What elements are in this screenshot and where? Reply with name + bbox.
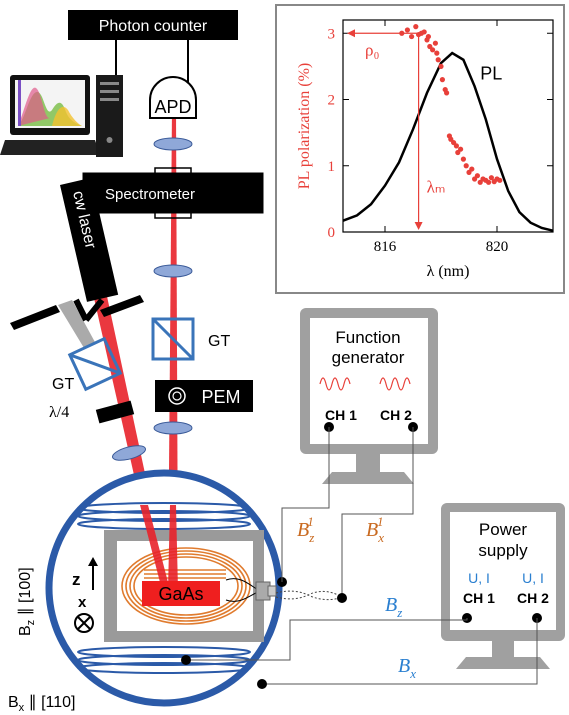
polarization-point bbox=[444, 90, 450, 96]
beam-splitter bbox=[10, 295, 144, 348]
quarter-wave-plate bbox=[95, 400, 135, 424]
power-supply: Power supply U, I U, I CH 1 CH 2 bbox=[441, 503, 565, 669]
sample-coil bbox=[121, 547, 251, 625]
ps-ch1-label: CH 1 bbox=[463, 590, 495, 606]
ch1-waveform-icon bbox=[319, 377, 351, 391]
photon-counter-label: Photon counter bbox=[99, 18, 208, 35]
bz-junction bbox=[181, 655, 191, 665]
x-axis-into-page-icon bbox=[74, 613, 94, 633]
fg-title-2: generator bbox=[332, 348, 405, 367]
polarization-point bbox=[421, 29, 427, 35]
cw-laser: cw laser bbox=[60, 177, 119, 302]
fg-title-1: Function bbox=[335, 328, 400, 347]
ch2-waveform-icon bbox=[379, 377, 411, 391]
polarization-point bbox=[425, 33, 431, 40]
polarization-point bbox=[413, 24, 419, 30]
wires bbox=[186, 427, 538, 685]
rho0-label: ρ₀ bbox=[365, 40, 379, 59]
lens-2 bbox=[153, 264, 193, 278]
y-tick-label: 0 bbox=[328, 225, 336, 241]
bz-wire-label: Bz bbox=[385, 594, 402, 620]
x-axis-label: λ (nm) bbox=[427, 263, 470, 280]
apd-detector bbox=[149, 76, 197, 119]
polarization-point bbox=[432, 40, 438, 46]
lens-excitation bbox=[112, 445, 146, 461]
bx-junction bbox=[257, 679, 267, 689]
bz-coil-top bbox=[77, 502, 251, 530]
polarization-point bbox=[460, 156, 466, 162]
lens-1 bbox=[153, 137, 193, 151]
ps-title-1: Power bbox=[479, 520, 528, 539]
fg-ch2-label: CH 2 bbox=[380, 407, 412, 423]
bz-axis-label: Bz ∥ [100] bbox=[17, 567, 37, 636]
bx-wire-label: Bx bbox=[398, 655, 416, 681]
polarization-point bbox=[497, 177, 503, 183]
detection-beam bbox=[168, 108, 178, 590]
polarization-point bbox=[435, 57, 441, 63]
polarization-point bbox=[438, 63, 444, 69]
y-tick-label: 2 bbox=[328, 93, 336, 109]
pl-curve-label: PL bbox=[480, 64, 502, 84]
bx1-junction bbox=[337, 593, 347, 603]
coil-connector bbox=[225, 577, 341, 602]
gaas-label: GaAs bbox=[158, 584, 203, 604]
pem-label: PEM bbox=[201, 387, 240, 407]
y-tick-label: 1 bbox=[328, 159, 336, 175]
inset-frame bbox=[275, 4, 565, 294]
polarization-point bbox=[409, 33, 415, 40]
polarization-point bbox=[469, 166, 475, 172]
bx1-label: Bx1 bbox=[366, 514, 384, 545]
lambda-m-arrowhead bbox=[414, 222, 423, 230]
photon-counter-box bbox=[68, 10, 238, 40]
gaas-sample bbox=[142, 581, 220, 606]
x-axis-label: x bbox=[78, 594, 87, 611]
function-generator: Function generator CH 1 CH 2 bbox=[300, 308, 438, 484]
polarization-point bbox=[430, 47, 436, 53]
computer-icon bbox=[0, 75, 123, 157]
polarization-point bbox=[458, 146, 464, 152]
polarization-point bbox=[486, 179, 492, 185]
pl-spectrum-line bbox=[342, 51, 554, 232]
polarization-point bbox=[488, 175, 494, 181]
z-axis-label: z bbox=[72, 570, 81, 589]
polarization-point bbox=[434, 50, 440, 56]
spectrometer-box bbox=[82, 172, 264, 214]
lambda-m-label: λₘ bbox=[427, 177, 446, 196]
bx-axis-label: Bx ∥ [110] bbox=[8, 694, 75, 714]
polarization-point bbox=[404, 27, 410, 33]
gt-left-label: GT bbox=[52, 376, 74, 393]
x-tick-label: 820 bbox=[486, 239, 509, 255]
rho0-arrowhead bbox=[347, 29, 355, 38]
gt-right-label: GT bbox=[208, 333, 230, 350]
spectrometer-label: Spectrometer bbox=[105, 186, 195, 203]
ps-title-2: supply bbox=[478, 541, 528, 560]
ps-ch2-label: CH 2 bbox=[517, 590, 549, 606]
gt-polarizer-left bbox=[67, 336, 123, 392]
x-tick-label: 816 bbox=[374, 239, 397, 255]
polarization-point bbox=[453, 143, 459, 149]
y-tick-label: 3 bbox=[328, 26, 336, 42]
bz1-label: Bz1 bbox=[297, 514, 314, 545]
ps-ch1-ui: U, I bbox=[468, 570, 490, 586]
fg-ch1-label: CH 1 bbox=[325, 407, 357, 423]
lens-3 bbox=[153, 421, 193, 435]
quarter-wave-label: λ/4 bbox=[49, 404, 69, 421]
gt-polarizer-right bbox=[151, 317, 195, 361]
pem-box bbox=[155, 380, 253, 412]
y-axis-label: PL polarization (%) bbox=[296, 63, 313, 189]
pem-icon bbox=[168, 387, 186, 405]
chart-plot-area bbox=[342, 19, 554, 233]
polarization-point bbox=[474, 173, 480, 179]
apd-label: APD bbox=[154, 97, 191, 117]
ps-ch2-ui: U, I bbox=[522, 570, 544, 586]
polarization-point bbox=[463, 163, 469, 169]
polarization-point bbox=[439, 77, 445, 83]
pl-polarization-chart: 816 820 0 1 2 3 λ (nm) PL polarization (%) ρ₀ λₘ P… bbox=[296, 19, 554, 280]
